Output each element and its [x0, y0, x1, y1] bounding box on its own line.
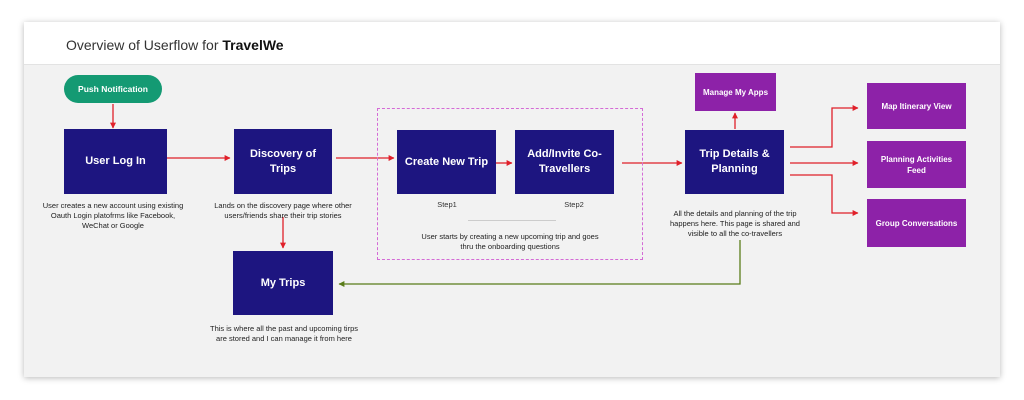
connector-layer [110, 104, 859, 287]
userflow-canvas: Overview of Userflow for TravelWe Push [24, 22, 1000, 377]
trip-details-note: All the details and planning of the trip… [670, 209, 800, 238]
arrow-details-to-mytrips [338, 240, 741, 287]
map-itinerary-node[interactable]: Map Itinerary View [867, 83, 966, 129]
manage-my-apps-node[interactable]: Manage My Apps [695, 73, 776, 111]
arrow-details-to-map [790, 105, 859, 148]
title-prefix: Overview of Userflow for [66, 37, 223, 53]
page-title: Overview of Userflow for TravelWe [66, 36, 284, 54]
group-divider [468, 220, 556, 221]
onboarding-note: User starts by creating a new upcoming t… [421, 232, 599, 251]
discovery-of-trips-node[interactable]: Discovery of Trips [234, 129, 332, 194]
create-new-trip-node[interactable]: Create New Trip [397, 130, 496, 194]
group-conversations-node[interactable]: Group Conversations [867, 199, 966, 247]
push-notification-pill[interactable]: Push Notification [64, 75, 162, 103]
step2-label: Step2 [564, 200, 584, 209]
trip-details-node[interactable]: Trip Details & Planning [685, 130, 784, 194]
title-brand: TravelWe [222, 37, 284, 53]
my-trips-note: This is where all the past and upcoming … [210, 324, 358, 343]
user-log-in-node[interactable]: User Log In [64, 129, 167, 194]
planning-feed-node[interactable]: Planning Activities Feed [867, 141, 966, 188]
onboarding-group [377, 108, 643, 260]
my-trips-node[interactable]: My Trips [233, 251, 333, 315]
add-invite-node[interactable]: Add/Invite Co-Travellers [515, 130, 614, 194]
login-note: User creates a new account using existin… [42, 201, 184, 230]
arrow-details-to-group [790, 174, 859, 216]
discovery-note: Lands on the discovery page where other … [214, 201, 352, 220]
step1-label: Step1 [437, 200, 457, 209]
header-bar: Overview of Userflow for TravelWe [24, 22, 1000, 65]
